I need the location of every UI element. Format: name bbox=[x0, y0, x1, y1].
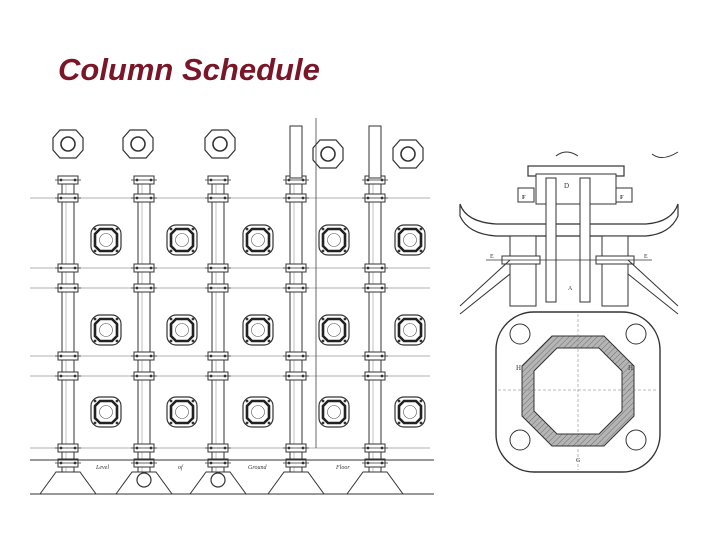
column-elevation-drawing: Level of Ground Floor bbox=[30, 98, 434, 516]
top-cap-plans bbox=[52, 129, 424, 169]
column-bases bbox=[30, 459, 434, 495]
svg-text:A: A bbox=[568, 286, 573, 292]
footer-label-floor: Floor bbox=[335, 465, 350, 471]
slide-title: Column Schedule bbox=[58, 52, 320, 87]
svg-text:G: G bbox=[576, 458, 581, 464]
svg-text:H: H bbox=[516, 364, 521, 372]
svg-text:D: D bbox=[564, 182, 569, 190]
svg-text:E: E bbox=[490, 254, 494, 260]
elevation-svg: Level of Ground Floor bbox=[30, 118, 434, 495]
svg-text:F: F bbox=[620, 195, 624, 201]
footer-label-ground: Ground bbox=[248, 465, 267, 471]
footer-labels: Level of Ground Floor bbox=[95, 464, 350, 471]
svg-text:E: E bbox=[644, 254, 648, 260]
footer-label-of: of bbox=[178, 464, 184, 471]
footer-label-level: Level bbox=[95, 465, 109, 471]
svg-text:H: H bbox=[628, 364, 633, 372]
column-shafts bbox=[55, 118, 388, 478]
detail-plan: H H G bbox=[495, 311, 661, 473]
column-connection-detail: F F E E D A bbox=[456, 144, 682, 474]
svg-text:F: F bbox=[522, 195, 526, 201]
detail-elevation: F F E E D A bbox=[459, 151, 679, 315]
detail-svg: F F E E D A bbox=[459, 151, 679, 473]
